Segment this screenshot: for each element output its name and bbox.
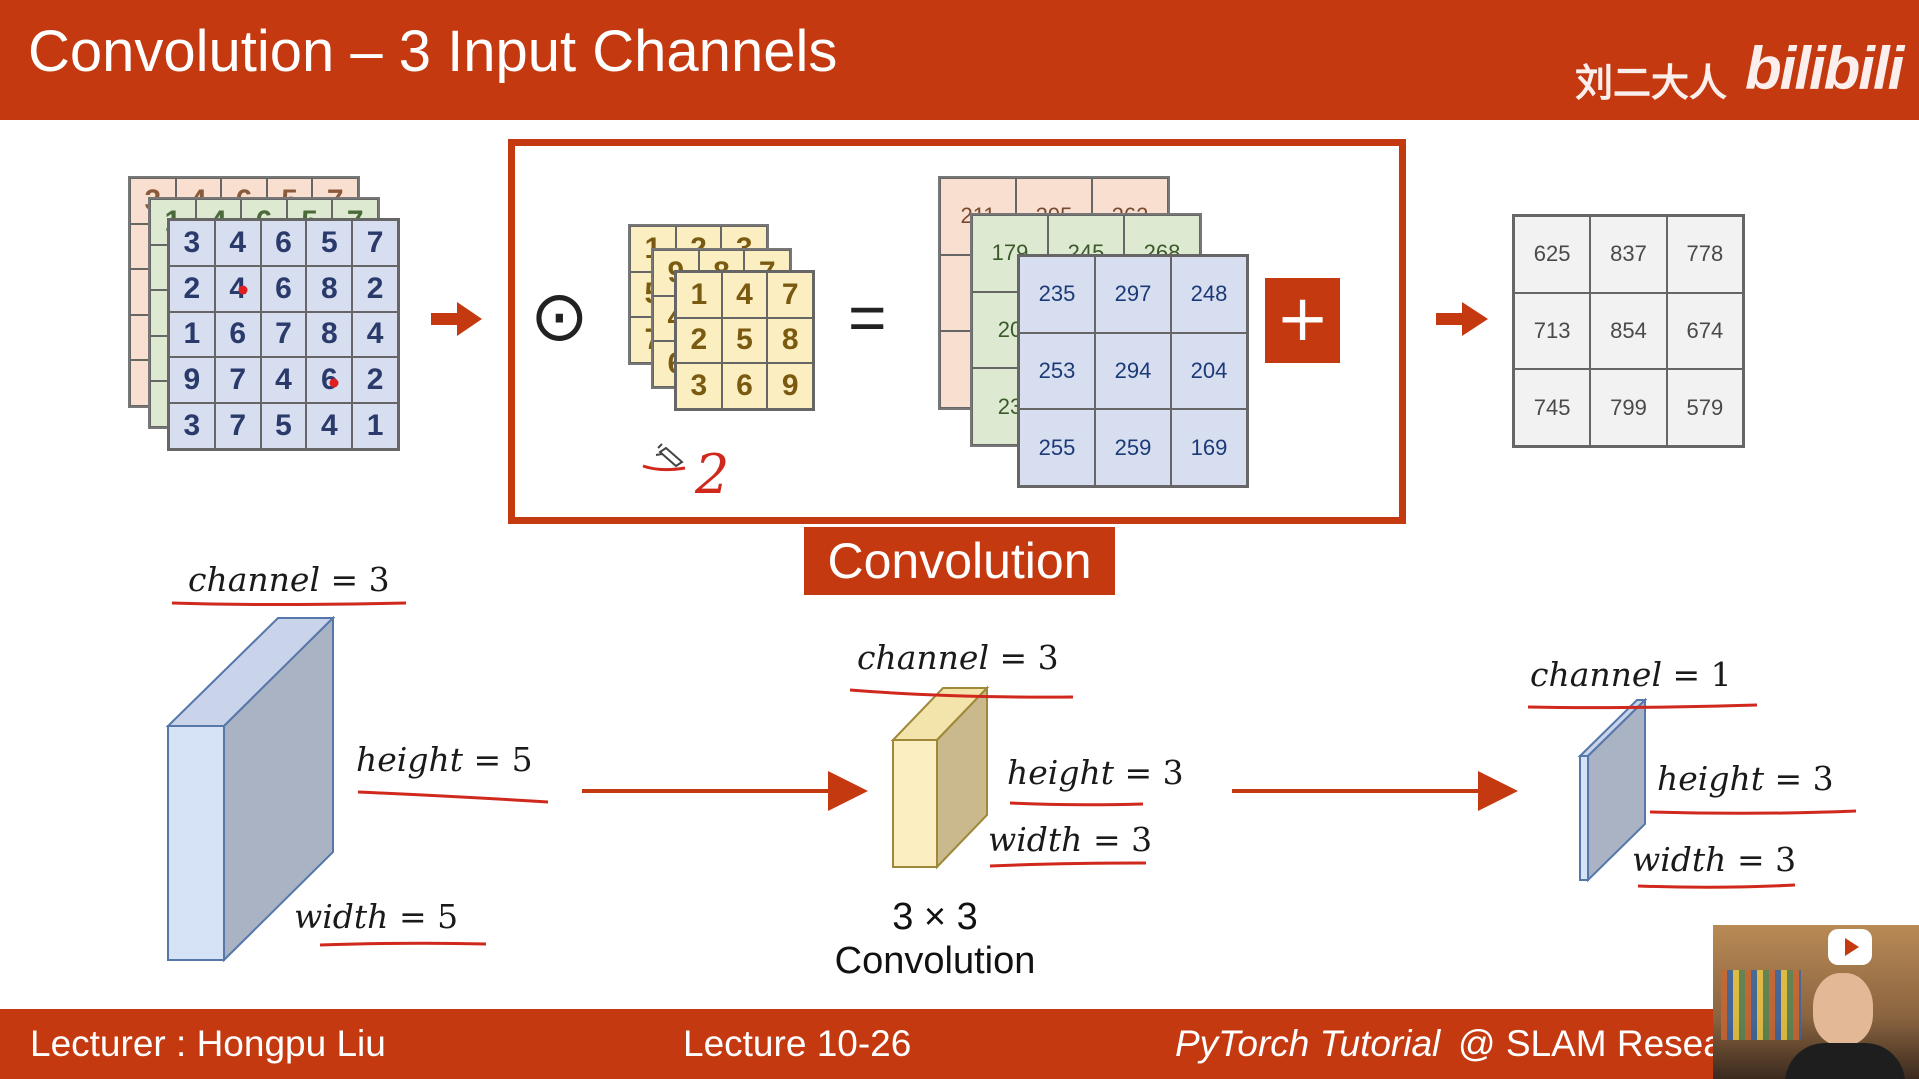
cell: 259 bbox=[1095, 409, 1171, 486]
cell: 6 bbox=[306, 357, 353, 404]
cell: 4 bbox=[352, 311, 398, 358]
cell: 7 bbox=[352, 220, 398, 266]
footer-affiliation: @ SLAM Resea bbox=[1458, 1023, 1724, 1064]
kernel-type-caption: Convolution bbox=[834, 940, 1036, 982]
convolution-label: Convolution bbox=[827, 533, 1092, 589]
footer-lecture: Lecture 10-26 bbox=[683, 1023, 912, 1064]
kernel-height-label: height = 3 bbox=[1007, 753, 1184, 792]
cell: 179 bbox=[972, 215, 1048, 292]
cell: 2 bbox=[352, 357, 398, 404]
cell: 4 bbox=[306, 403, 353, 449]
equals-operator: = bbox=[848, 280, 887, 354]
cell: 625 bbox=[1514, 216, 1591, 293]
output-volume bbox=[1577, 697, 1648, 883]
cell: 1 bbox=[169, 311, 215, 358]
cell: 235 bbox=[1019, 256, 1095, 333]
partial-channel-1: 235 297 248 253 294 204 255 259 169 bbox=[1017, 254, 1249, 488]
hadamard-operator: ⊙ bbox=[530, 275, 589, 357]
cell: 5 bbox=[260, 403, 307, 449]
input-channel-label: channel = 3 bbox=[188, 560, 390, 599]
cell: 3 bbox=[676, 363, 722, 409]
cell: 2 bbox=[352, 265, 398, 312]
cell: 579 bbox=[1666, 369, 1743, 446]
cell: 4 bbox=[260, 357, 307, 404]
cell: 253 bbox=[1019, 332, 1095, 410]
cell: 6 bbox=[260, 220, 307, 266]
marker-dot bbox=[329, 378, 339, 388]
cell: 837 bbox=[1590, 216, 1667, 293]
convolution-box bbox=[508, 139, 1406, 524]
cell: 169 bbox=[1171, 409, 1247, 486]
convolution-label-box bbox=[804, 527, 1115, 595]
cell: 8 bbox=[306, 311, 353, 358]
cell: 5 bbox=[721, 317, 768, 364]
cell: 1 bbox=[676, 272, 722, 318]
cell: 674 bbox=[1666, 292, 1743, 370]
input-channel-1: 3 4 6 5 7 2 4 6 8 2 1 6 7 8 4 9 7 4 6 2 … bbox=[167, 218, 400, 451]
cell: 6 bbox=[260, 265, 307, 312]
sum-plus-operator: + bbox=[1265, 278, 1340, 363]
slide-header bbox=[0, 0, 1919, 120]
output-matrix: 625 837 778 713 854 674 745 799 579 bbox=[1512, 214, 1745, 448]
cell: 9 bbox=[767, 363, 813, 409]
cell: 8 bbox=[306, 265, 353, 312]
footer-lecturer: Lecturer : Hongpu Liu bbox=[30, 1023, 386, 1064]
handwritten-underlines bbox=[171, 601, 1857, 947]
kernel-volume bbox=[890, 685, 990, 870]
cell: 6 bbox=[721, 363, 768, 409]
cell: 9 bbox=[169, 357, 215, 404]
cell: 297 bbox=[1095, 256, 1171, 333]
cell: 778 bbox=[1666, 216, 1743, 293]
cell: 2 bbox=[169, 265, 215, 312]
cell: 799 bbox=[1590, 369, 1667, 446]
cell: 745 bbox=[1514, 369, 1591, 446]
cell: 2 bbox=[676, 317, 722, 364]
cell: 7 bbox=[214, 357, 261, 404]
cell: 6 bbox=[214, 311, 261, 358]
cell: 255 bbox=[1019, 409, 1095, 486]
cell: 7 bbox=[260, 311, 307, 358]
cell: 713 bbox=[1514, 292, 1591, 370]
watermark-author: 刘二大人 bbox=[1575, 63, 1728, 105]
cell: 248 bbox=[1171, 256, 1247, 333]
cell: 854 bbox=[1590, 292, 1667, 370]
kernel-channel-1: 1 4 7 2 5 8 3 6 9 bbox=[674, 270, 815, 411]
cell: 5 bbox=[306, 220, 353, 266]
input-width-label: width = 5 bbox=[294, 897, 459, 936]
play-icon[interactable] bbox=[1828, 929, 1872, 965]
cell: 1 bbox=[352, 403, 398, 449]
pencil-cursor-icon bbox=[655, 443, 684, 468]
kernel-size-caption: 3 × 3 bbox=[892, 896, 978, 938]
cell: 4 bbox=[214, 265, 261, 312]
cell: 3 bbox=[169, 220, 215, 266]
input-volume bbox=[165, 615, 336, 963]
cell: 294 bbox=[1095, 332, 1171, 410]
slide-footer bbox=[0, 1009, 1919, 1079]
cell: 4 bbox=[721, 272, 768, 318]
bilibili-logo: bilibili bbox=[1745, 35, 1904, 102]
output-channel-label: channel = 1 bbox=[1530, 655, 1732, 694]
webcam-overlay bbox=[1713, 925, 1919, 1079]
handwritten-annotation: 2 bbox=[695, 443, 730, 506]
marker-dot bbox=[238, 285, 248, 295]
cell: 3 bbox=[169, 403, 215, 449]
slide-title: Convolution – 3 Input Channels bbox=[28, 19, 838, 84]
kernel-channel-label: channel = 3 bbox=[857, 638, 1059, 677]
output-width-label: width = 3 bbox=[1632, 840, 1797, 879]
arrow-input-to-conv bbox=[431, 302, 482, 336]
cell: 7 bbox=[214, 403, 261, 449]
cell: 204 bbox=[1171, 332, 1247, 410]
output-height-label: height = 3 bbox=[1657, 759, 1834, 798]
input-height-label: height = 5 bbox=[356, 740, 533, 779]
footer-course: PyTorch Tutorial bbox=[1175, 1023, 1441, 1064]
cell: 8 bbox=[767, 317, 813, 364]
kernel-width-label: width = 3 bbox=[988, 820, 1153, 859]
cell: 4 bbox=[214, 220, 261, 266]
arrow-conv-to-output bbox=[1436, 302, 1488, 336]
cell: 7 bbox=[767, 272, 813, 318]
